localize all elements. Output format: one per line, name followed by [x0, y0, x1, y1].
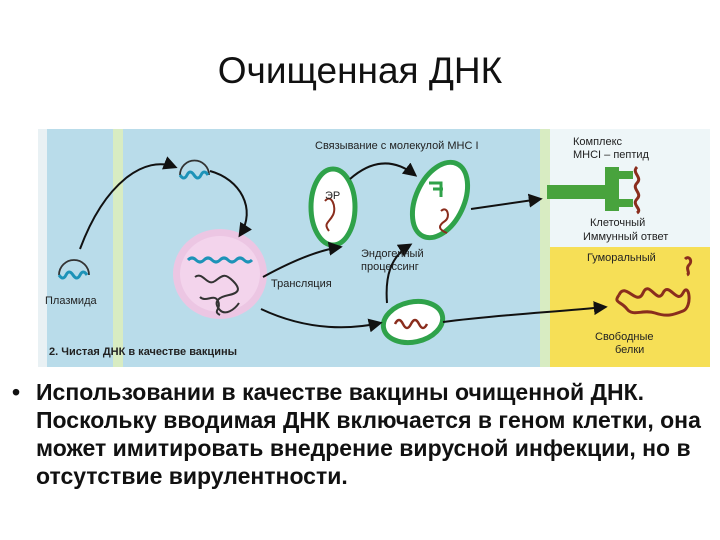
arrow-to-surface [470, 193, 543, 210]
free-protein [615, 287, 691, 317]
humoral-peptide [683, 256, 693, 277]
vaccine-diagram: Связывание с молекулой МНС I Комплекс МН… [35, 127, 710, 367]
label-er: ЭР [325, 190, 340, 202]
label-plasmid: Плазмида [45, 295, 97, 307]
label-free-line2: белки [615, 344, 644, 356]
integrated-dna [186, 256, 254, 264]
label-translation: Трансляция [271, 278, 332, 290]
label-complex-line2: МНСI – пептид [573, 149, 650, 161]
left-edge [38, 129, 47, 367]
arrow-translation [260, 308, 383, 333]
label-cellular: Клеточный [590, 217, 645, 229]
er-vesicle [308, 166, 358, 248]
label-free-line1: Свободные [595, 331, 653, 343]
slide-title: Очищенная ДНК [217, 50, 503, 91]
plasmid-left [57, 259, 90, 280]
label-complex-line1: Комплекс [573, 136, 623, 148]
label-endogenous-line1: Эндогенный [361, 248, 424, 260]
chromosome-2 [199, 296, 221, 316]
arrow-to-er [262, 241, 343, 278]
label-immune-response: Иммунный ответ [583, 231, 668, 243]
arrow-endogenous [385, 243, 413, 304]
bullet-text: Использовании в качестве вакцины очищенн… [36, 379, 701, 489]
mhc-vesicle [409, 159, 471, 241]
vaccine-diagram-svg: Связывание с молекулой МНС I Комплекс МН… [35, 127, 710, 367]
label-humoral: Гуморальный [587, 252, 656, 264]
humoral-zone [550, 247, 710, 367]
mhc-receptor [547, 165, 641, 215]
chromosome-1 [194, 274, 240, 314]
nucleus [173, 229, 267, 319]
label-endogenous-line2: процессинг [361, 261, 419, 273]
plasmid-top [178, 159, 210, 180]
arrow-to-mhc [349, 162, 418, 180]
left-membrane-band [113, 129, 123, 367]
label-binding: Связывание с молекулой МНС I [315, 140, 479, 152]
bullet-item: • Использовании в качестве вакцины очище… [10, 378, 715, 490]
bullet-dot-icon: • [12, 379, 21, 405]
figure-caption: 2. Чистая ДНК в качестве вакцины [49, 346, 237, 358]
right-membrane-band [540, 129, 550, 367]
translation-vesicle [380, 298, 446, 346]
arrow-plasmid-to-nucleus [209, 170, 252, 238]
arrow-to-secretion [442, 301, 608, 323]
bullet-list: • Использовании в качестве вакцины очище… [10, 378, 715, 490]
arrow-plasmid-entry [79, 156, 178, 250]
